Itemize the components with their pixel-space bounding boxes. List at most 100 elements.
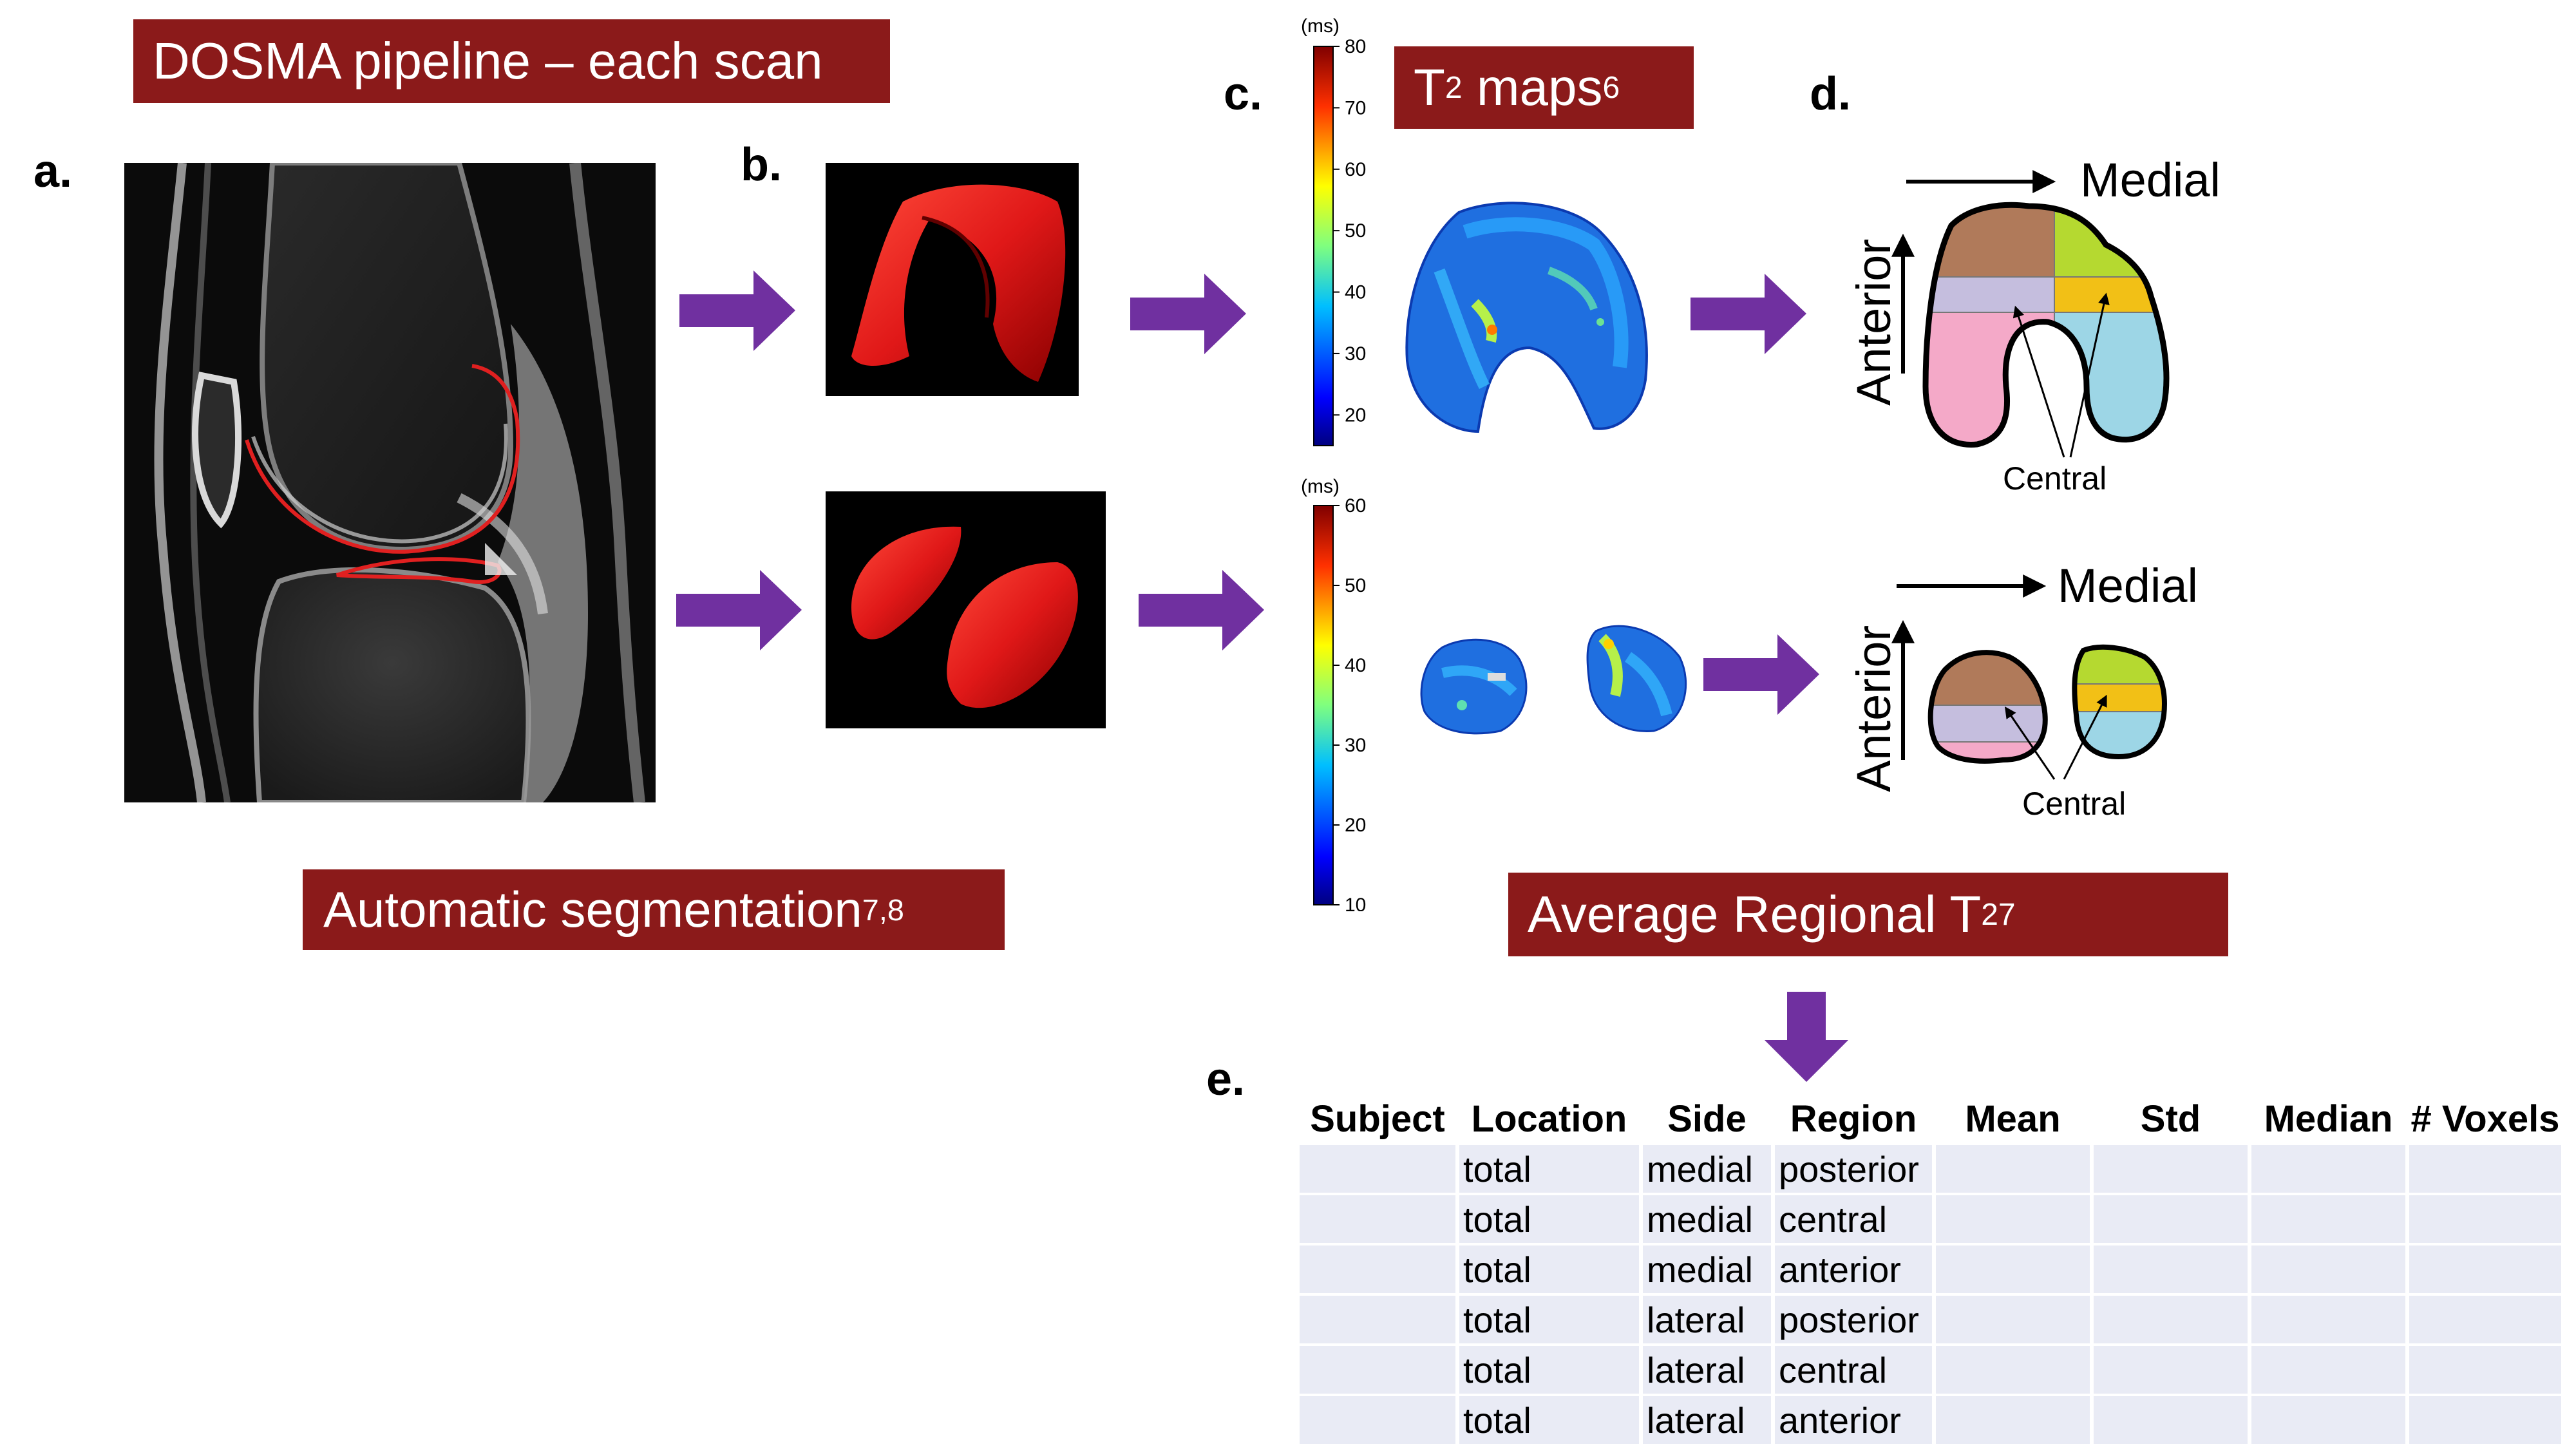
table-header-1: Location: [1457, 1095, 1643, 1144]
table-cell: central: [1773, 1343, 1936, 1395]
table-cell: [1934, 1394, 2094, 1444]
table-cell: [1934, 1343, 2094, 1395]
table-cell: [2249, 1394, 2409, 1444]
femoral-cartilage-3d-render: [826, 163, 1079, 396]
table-header-0: Subject: [1300, 1095, 1459, 1144]
colorbar-bottom: (ms) 60 50 40 30 20 10: [1301, 476, 1366, 911]
table-cell: [2249, 1142, 2409, 1194]
colorbar-tick-label: 20: [1345, 404, 1366, 426]
femoral-t2-map: [1405, 202, 1648, 433]
arrow-a-to-b-bottom: [676, 570, 802, 650]
arrow-down-to-table: [1765, 992, 1848, 1082]
regional-ref: 7: [1998, 897, 2016, 932]
panel-label-c: c.: [1224, 68, 1263, 120]
table-cell: lateral: [1641, 1293, 1775, 1345]
table-cell: [1300, 1293, 1459, 1345]
tibial-region-diagram: Medial Anterior Central: [1847, 559, 2198, 822]
table-header-5: Std: [2092, 1095, 2251, 1144]
table-header-7: # Voxels: [2407, 1095, 2565, 1144]
table-cell: [1934, 1293, 2094, 1345]
pipeline-banner-text: DOSMA pipeline – each scan: [153, 32, 823, 90]
knee-mri-image: [124, 163, 656, 802]
colorbar-tick-label: 60: [1345, 159, 1366, 180]
tibial-medial-label: Medial: [2058, 559, 2198, 612]
regional-banner-text: Average Regional T: [1528, 886, 1982, 943]
panel-label-b: b.: [741, 139, 782, 191]
femoral-central-label: Central: [2003, 460, 2107, 497]
table-cell: [1300, 1193, 1459, 1244]
colorbar-tick-label: 50: [1345, 220, 1366, 242]
arrow-b-to-c-top: [1130, 274, 1246, 354]
table-cell: anterior: [1773, 1394, 1936, 1444]
table-cell: medial: [1641, 1243, 1775, 1294]
colorbar-tick-label: 60: [1345, 495, 1366, 516]
table-cell: [2092, 1193, 2251, 1244]
femoral-anterior-label: Anterior: [1847, 239, 1900, 406]
table-cell: [1934, 1142, 2094, 1194]
table-cell: total: [1457, 1193, 1643, 1244]
table-cell: lateral: [1641, 1394, 1775, 1444]
colorbar-tick-label: 70: [1345, 97, 1366, 118]
table-cell: medial: [1641, 1142, 1775, 1194]
table-header-2: Side: [1641, 1095, 1775, 1144]
colorbar-tick-label: 40: [1345, 282, 1366, 303]
table-cell: [2092, 1243, 2251, 1294]
colorbar-bottom-unit: (ms): [1301, 476, 1340, 497]
table-cell: [2407, 1394, 2565, 1444]
table-cell: posterior: [1773, 1293, 1936, 1345]
tibial-anterior-label: Anterior: [1847, 625, 1900, 792]
tibial-central-label: Central: [2022, 786, 2126, 822]
panel-label-e: e.: [1206, 1054, 1245, 1105]
arrow-a-to-b-top: [679, 270, 795, 351]
arrow-b-to-c-bottom: [1139, 570, 1264, 650]
colorbar-tick-label: 30: [1345, 735, 1366, 756]
table-cell: central: [1773, 1193, 1936, 1244]
table-header-4: Mean: [1934, 1095, 2094, 1144]
colorbar-tick-label: 10: [1345, 895, 1366, 911]
colorbar-top-unit: (ms): [1301, 15, 1340, 37]
table-cell: medial: [1641, 1193, 1775, 1244]
table-cell: [1934, 1193, 2094, 1244]
colorbar-tick-label: 50: [1345, 575, 1366, 596]
table-cell: anterior: [1773, 1243, 1936, 1294]
t2maps-ref: 6: [1602, 70, 1620, 105]
tibial-region-central-lateral: [1930, 705, 2045, 742]
tibial-cartilage-3d-render: [826, 491, 1106, 728]
table-cell: [2092, 1293, 2251, 1345]
table-cell: total: [1457, 1243, 1643, 1294]
table-cell: [2249, 1193, 2409, 1244]
tibial-region-central-medial: [2074, 684, 2164, 712]
table-cell: [1934, 1243, 2094, 1294]
table-cell: [1300, 1343, 1459, 1395]
colorbar-tick-label: 80: [1345, 36, 1366, 57]
table-cell: [2092, 1394, 2251, 1444]
colorbar-tick-label: 20: [1345, 815, 1366, 836]
table-cell: [2249, 1293, 2409, 1345]
arrow-c-to-d-top: [1690, 274, 1806, 354]
femoral-medial-label: Medial: [2080, 153, 2221, 207]
table-cell: [2092, 1142, 2251, 1194]
femoral-region-diagram: Medial Anterior Central: [1847, 153, 2221, 497]
table-cell: lateral: [1641, 1343, 1775, 1395]
colorbar-tick-label: 40: [1345, 655, 1366, 676]
t2maps-text: maps: [1476, 59, 1603, 116]
table-cell: [2407, 1293, 2565, 1345]
table-cell: total: [1457, 1293, 1643, 1345]
panel-label-a: a.: [33, 146, 73, 197]
table-cell: [2407, 1193, 2565, 1244]
tibial-t2-map-medial: [1586, 625, 1687, 733]
t2maps-sub: 2: [1444, 70, 1463, 105]
regional-sub: 2: [1981, 897, 1998, 932]
table-cell: total: [1457, 1394, 1643, 1444]
table-header-3: Region: [1773, 1095, 1936, 1144]
